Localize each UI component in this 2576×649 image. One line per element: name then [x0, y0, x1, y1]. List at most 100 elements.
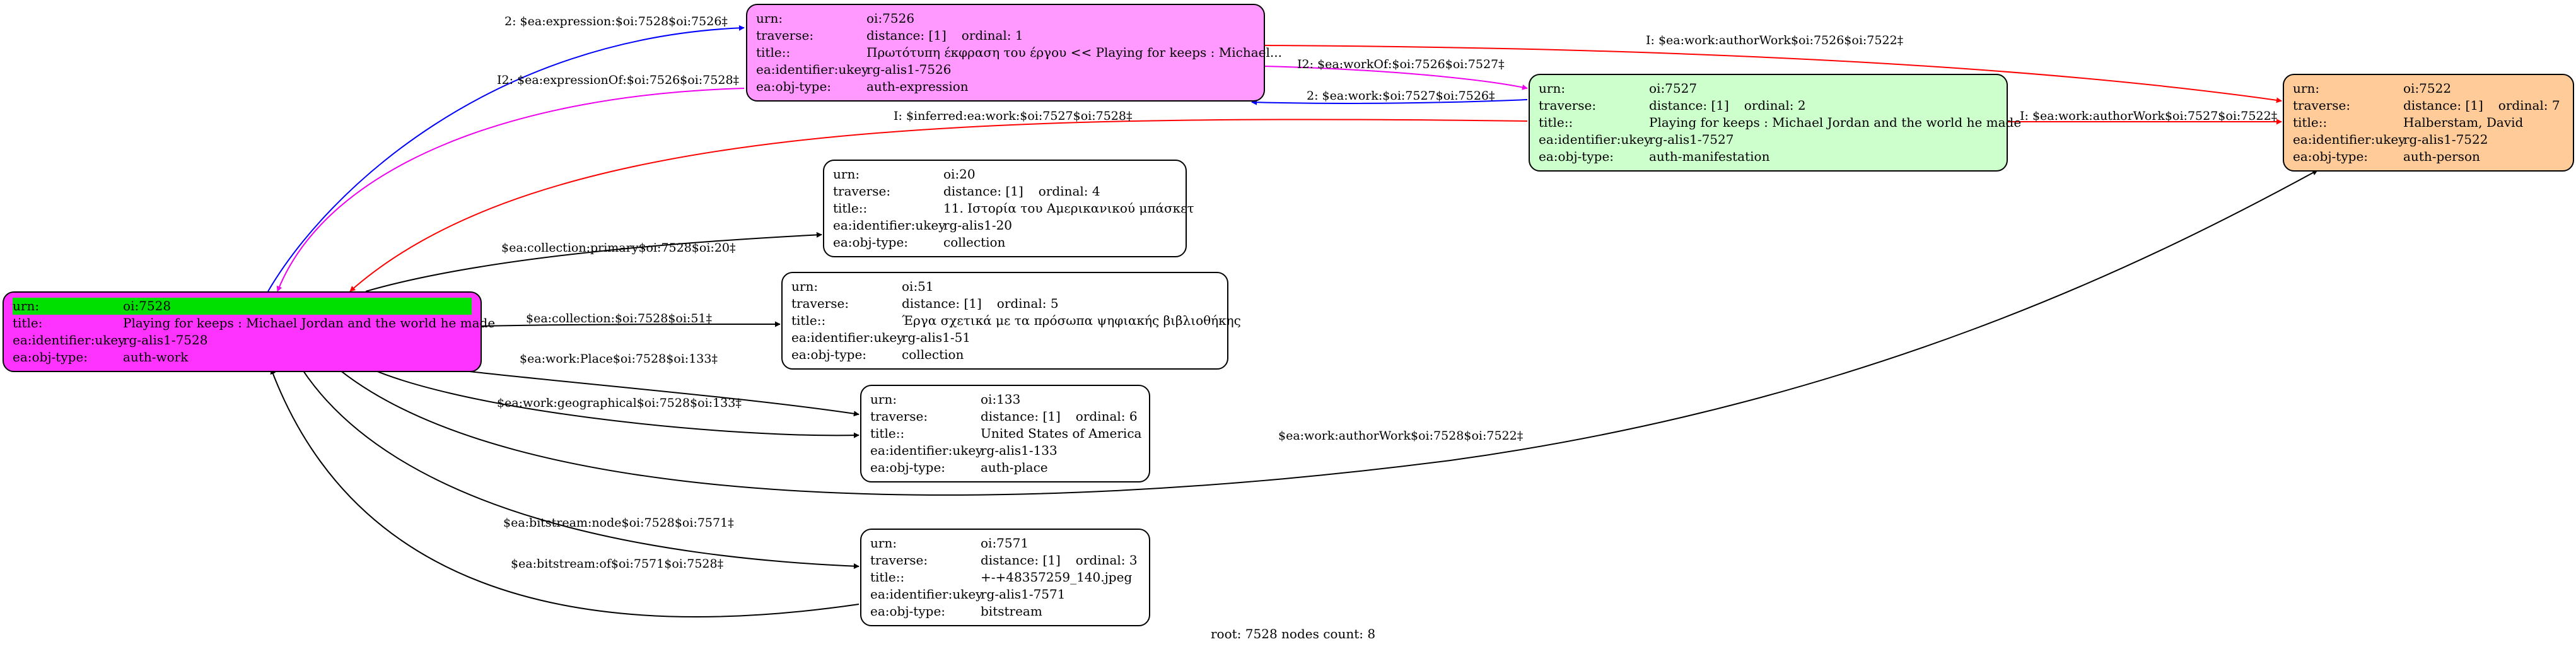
field-value: distance: [1]ordinal: 4 — [943, 183, 1100, 200]
field-value: rg-alis1-7527 — [1649, 132, 1734, 147]
node-oi-133[interactable]: urn:oi:133 traverse: distance: [1]ordinal… — [860, 385, 1150, 482]
field-key: ea:identifier:ukey — [756, 62, 869, 77]
node-oi-7528-root[interactable]: urn:oi:7528 title:Playing for keeps : Mi… — [3, 291, 495, 372]
edge-expression-of — [276, 88, 745, 292]
node-7526-type-row: ea:obj-type: auth-expression — [756, 78, 1255, 95]
node-7571-title-row: title::+-+48357259_140.jpeg — [870, 569, 1140, 586]
field-key: ea:obj-type: — [791, 347, 867, 362]
field-key: urn: — [870, 535, 897, 551]
field-value: oi:133 — [981, 392, 1021, 407]
node-oi-7526[interactable]: urn:oi:7526 traverse:distance: [1]ordina… — [746, 4, 1282, 102]
field-value: rg-alis1-133 — [981, 443, 1058, 458]
field-value: distance: [1]ordinal: 6 — [981, 408, 1138, 425]
edge-label-author-work-7526: I: $ea:work:authorWork$oi:7526$oi:7522‡ — [1646, 33, 1903, 47]
distance-value: distance: [1] — [2403, 98, 2483, 113]
node-7527-type-row: ea:obj-type:auth-manifestation — [1539, 148, 1998, 165]
distance-value: distance: [1] — [981, 409, 1061, 424]
field-value: oi:7527 — [1649, 81, 1698, 96]
ordinal-value: ordinal: 2 — [1744, 98, 1806, 113]
edge-label-work-of: I2: $ea:workOf:$oi:7526$oi:7527‡ — [1297, 57, 1505, 71]
ordinal-value: ordinal: 7 — [2498, 98, 2560, 113]
field-value: Playing for keeps : Michael Jordan and t… — [1649, 115, 2022, 130]
edge-bitstream-node — [296, 360, 860, 570]
edge-work-7527 — [1251, 99, 1528, 105]
field-value: rg-alis1-20 — [943, 218, 1013, 233]
node-7526-urn-row: urn:oi:7526 — [756, 10, 1255, 27]
field-key: ea:obj-type: — [756, 79, 832, 94]
node-7522-type-row: ea:obj-type:auth-person — [2293, 148, 2564, 165]
field-key: ea:identifier:ukey — [833, 218, 946, 233]
field-value: collection — [902, 347, 964, 362]
field-value: collection — [943, 235, 1006, 250]
edge-author-work-7528 — [327, 170, 2318, 496]
field-value: oi:51 — [902, 279, 934, 294]
field-value: +-+48357259_140.jpeg — [981, 570, 1133, 585]
node-51-type-row: ea:obj-type: collection — [791, 346, 1218, 363]
node-133-urn-row: urn:oi:133 — [870, 391, 1140, 408]
node-7528-urn-row: urn:oi:7528 — [13, 298, 472, 315]
field-key: title:: — [756, 45, 791, 60]
field-value: United States of America — [981, 426, 1142, 441]
field-value: distance: [1] ordinal: 5 — [902, 295, 1059, 312]
node-oi-7571[interactable]: urn:oi:7571 traverse:distance: [1]ordina… — [860, 529, 1150, 626]
node-51-urn-row: urn:oi:51 — [791, 278, 1218, 295]
edge-label-geographical: $ea:work:geographical$oi:7528$oi:133‡ — [497, 396, 742, 410]
graph-caption: root: 7528 nodes count: 8 — [1211, 626, 1376, 641]
field-key: title: — [13, 315, 43, 330]
node-20-type-row: ea:obj-type:collection — [833, 234, 1177, 251]
node-oi-7527[interactable]: urn:oi:7527 traverse:distance: [1]ordina… — [1529, 74, 2021, 172]
field-value: auth-place — [981, 460, 1048, 475]
field-key: ea:identifier:ukey — [2293, 132, 2406, 147]
field-value: oi:20 — [943, 167, 976, 182]
field-key: traverse: — [870, 553, 928, 568]
field-value: auth-expression — [866, 79, 969, 94]
field-value: rg-alis1-51 — [902, 330, 971, 345]
field-value: distance: [1] ordinal: 2 — [1649, 97, 1806, 114]
field-value: oi:7522 — [2403, 81, 2452, 96]
node-133-type-row: ea:obj-type:auth-place — [870, 459, 1140, 476]
field-key: urn: — [2293, 81, 2320, 96]
node-20-title-row: title::11. Ιστορία του Αμερικανικού μπάσ… — [833, 200, 1194, 217]
edge-label-work-7527: 2: $ea:work:$oi:7527$oi:7526‡ — [1307, 89, 1495, 103]
field-key: traverse: — [833, 184, 891, 199]
edge-collection-primary — [365, 231, 822, 292]
field-key: ea:obj-type: — [1539, 149, 1614, 164]
field-value: auth-work — [123, 349, 189, 365]
node-oi-51[interactable]: urn:oi:51 traverse:distance: [1]ordinal:… — [781, 272, 1241, 370]
ordinal-value: ordinal: 4 — [1038, 184, 1100, 199]
field-value: auth-person — [2403, 149, 2480, 164]
node-20-traverse-row: traverse: distance: [1]ordinal: 4 — [833, 183, 1177, 200]
field-key: ea:identifier:ukey — [1539, 132, 1652, 147]
edge-expression — [267, 25, 745, 292]
node-oi-7522[interactable]: urn: oi:7522 traverse: distance: [1] ordina… — [2283, 74, 2574, 172]
field-value: Πρωτότυπη έκφραση του έργου << Playing f… — [866, 45, 1282, 60]
field-key: ea:obj-type: — [870, 604, 946, 619]
distance-value: distance: [1] — [866, 28, 947, 43]
ordinal-value: ordinal: 5 — [996, 296, 1059, 311]
field-value: distance: [1] ordinal: 7 — [2403, 97, 2560, 114]
edge-label-bitstream-of: $ea:bitstream:of$oi:7571$oi:7528‡ — [511, 557, 723, 571]
field-key: ea:identifier:ukey — [13, 332, 125, 348]
field-key: ea:obj-type: — [13, 349, 88, 365]
field-key: traverse: — [870, 409, 928, 424]
field-key: ea:identifier:ukey — [791, 330, 904, 345]
edge-label-collection: $ea:collection:$oi:7528$oi:51‡ — [526, 312, 712, 325]
node-oi-20[interactable]: urn:oi:20 traverse:distance: [1]ordinal:… — [823, 160, 1194, 257]
node-7527-title-row: title::Playing for keeps : Michael Jorda… — [1539, 114, 2021, 131]
node-7571-type-row: ea:obj-type:bitstream — [870, 603, 1140, 620]
field-value: oi:7528 — [123, 298, 472, 315]
distance-value: distance: [1] — [1649, 98, 1729, 113]
field-key: traverse: — [2293, 98, 2351, 113]
ordinal-value: ordinal: 1 — [961, 28, 1023, 43]
distance-value: distance: [1] — [902, 296, 982, 311]
node-7528-type-row: ea:obj-type: auth-work — [13, 349, 472, 366]
edge-author-work-7526 — [1264, 45, 2282, 103]
field-value: Έργα σχετικά με τα πρόσωπα ψηφιακής βιβλ… — [902, 313, 1241, 328]
field-value: oi:7571 — [981, 535, 1029, 551]
field-value: distance: [1] ordinal: 1 — [866, 27, 1023, 44]
